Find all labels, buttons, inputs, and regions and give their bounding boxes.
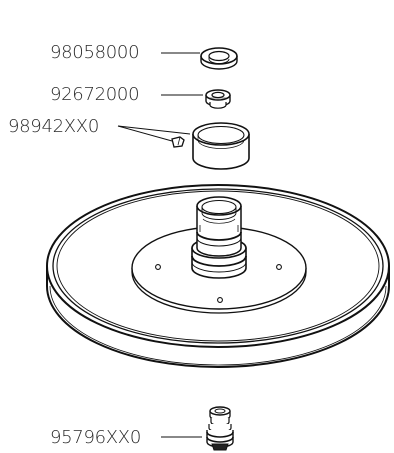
leader-line-collar bbox=[117, 125, 191, 135]
label-text-seal-ring: 98058000 bbox=[50, 42, 139, 63]
label-text-nut: 92672000 bbox=[50, 84, 139, 105]
label-bottom-fitting: 95796XX0 bbox=[50, 427, 202, 448]
label-text-collar-and-pin: 98942XX0 bbox=[8, 116, 99, 137]
label-text-bottom-fitting: 95796XX0 bbox=[50, 427, 141, 448]
seal-ring-drawing bbox=[200, 47, 238, 70]
label-collar-and-pin: 98942XX0 bbox=[8, 116, 191, 142]
collar-drawing bbox=[192, 122, 250, 170]
nut-drawing bbox=[205, 89, 231, 109]
leader-line-pin bbox=[117, 125, 173, 142]
label-nut: 92672000 bbox=[50, 84, 203, 105]
label-seal-ring: 98058000 bbox=[50, 42, 200, 63]
pin-drawing bbox=[171, 136, 185, 148]
shower-head-drawing bbox=[46, 184, 390, 368]
bottom-fitting-drawing bbox=[206, 406, 234, 451]
